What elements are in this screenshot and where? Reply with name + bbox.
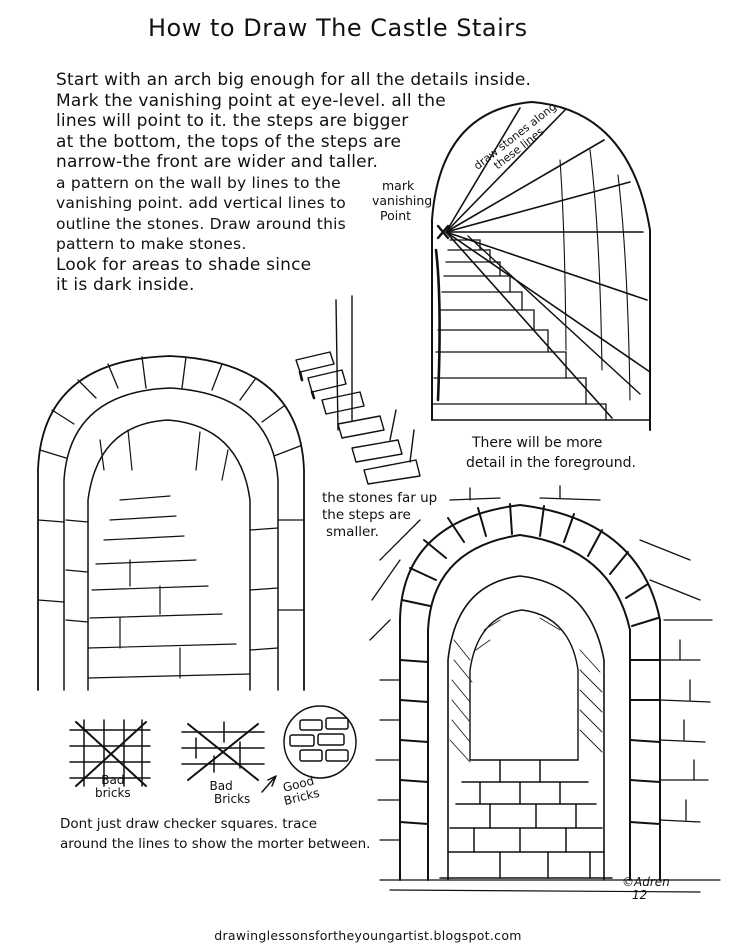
tip-line: around the lines to show the morter betw… <box>60 836 371 852</box>
instruction-line: outline the stones. Draw around this <box>56 214 346 233</box>
instruction-line: a pattern on the wall by lines to the <box>56 173 341 192</box>
mark-vanishing-point-label: mark vanishing Point <box>372 178 432 223</box>
detailed-arch-drawing <box>370 486 720 892</box>
instruction-line: vanishing point. add vertical lines to <box>56 194 346 212</box>
bad-bricks-grid-1 <box>70 720 150 786</box>
label-line: Bad <box>209 779 233 793</box>
side-steps-sketch <box>296 296 420 484</box>
note-line: detail in the foreground. <box>466 455 636 471</box>
stones-far-note: the stones far up the steps are smaller. <box>322 490 437 541</box>
label-line: Point <box>380 208 412 223</box>
label-line: mark <box>382 178 415 193</box>
footer-url: drawinglessonsfortheyoungartist.blogspot… <box>214 928 522 943</box>
signature-line: 12 <box>632 888 648 902</box>
label-line: vanishing <box>372 193 433 208</box>
brick-tip-text: Dont just draw checker squares. trace ar… <box>60 814 370 854</box>
foreground-note: There will be more detail in the foregro… <box>466 433 636 473</box>
label-line: bricks <box>95 786 131 800</box>
signature-line: ©Adren <box>622 875 670 889</box>
good-bricks-circle <box>262 706 356 792</box>
note-line: There will be more <box>472 435 603 451</box>
instructions-text: Start with an arch big enough for all th… <box>56 70 532 296</box>
instruction-line: narrow-the front are wider and taller. <box>56 152 379 172</box>
instruction-line: Look for areas to shade since <box>56 254 312 275</box>
instruction-line: lines will point to it. the steps are bi… <box>56 111 409 131</box>
left-arch-sketch <box>38 356 304 690</box>
artist-signature: ©Adren 12 <box>622 876 670 902</box>
page-title: How to Draw The Castle Stairs <box>148 14 528 42</box>
instruction-line: Mark the vanishing point at eye-level. a… <box>56 90 446 111</box>
note-line: the stones far up <box>322 490 438 506</box>
instruction-line: Start with an arch big enough for all th… <box>56 70 532 90</box>
arch-perspective-sketch <box>432 102 650 430</box>
instruction-line: pattern to make stones. <box>56 235 247 253</box>
bad-bricks-label-1: Bad bricks <box>95 774 131 800</box>
bad-bricks-grid-2 <box>182 722 264 780</box>
note-line: the steps are <box>322 507 411 523</box>
bad-bricks-label-2: Bad Bricks <box>192 779 251 806</box>
label-line: Bad <box>101 773 125 787</box>
instruction-line: at the bottom, the tops of the steps are <box>56 131 402 152</box>
instruction-line: it is dark inside. <box>56 275 195 295</box>
label-line: Bricks <box>214 792 251 806</box>
tip-line: Dont just draw checker squares. trace <box>60 816 318 832</box>
note-line: smaller. <box>326 524 379 540</box>
